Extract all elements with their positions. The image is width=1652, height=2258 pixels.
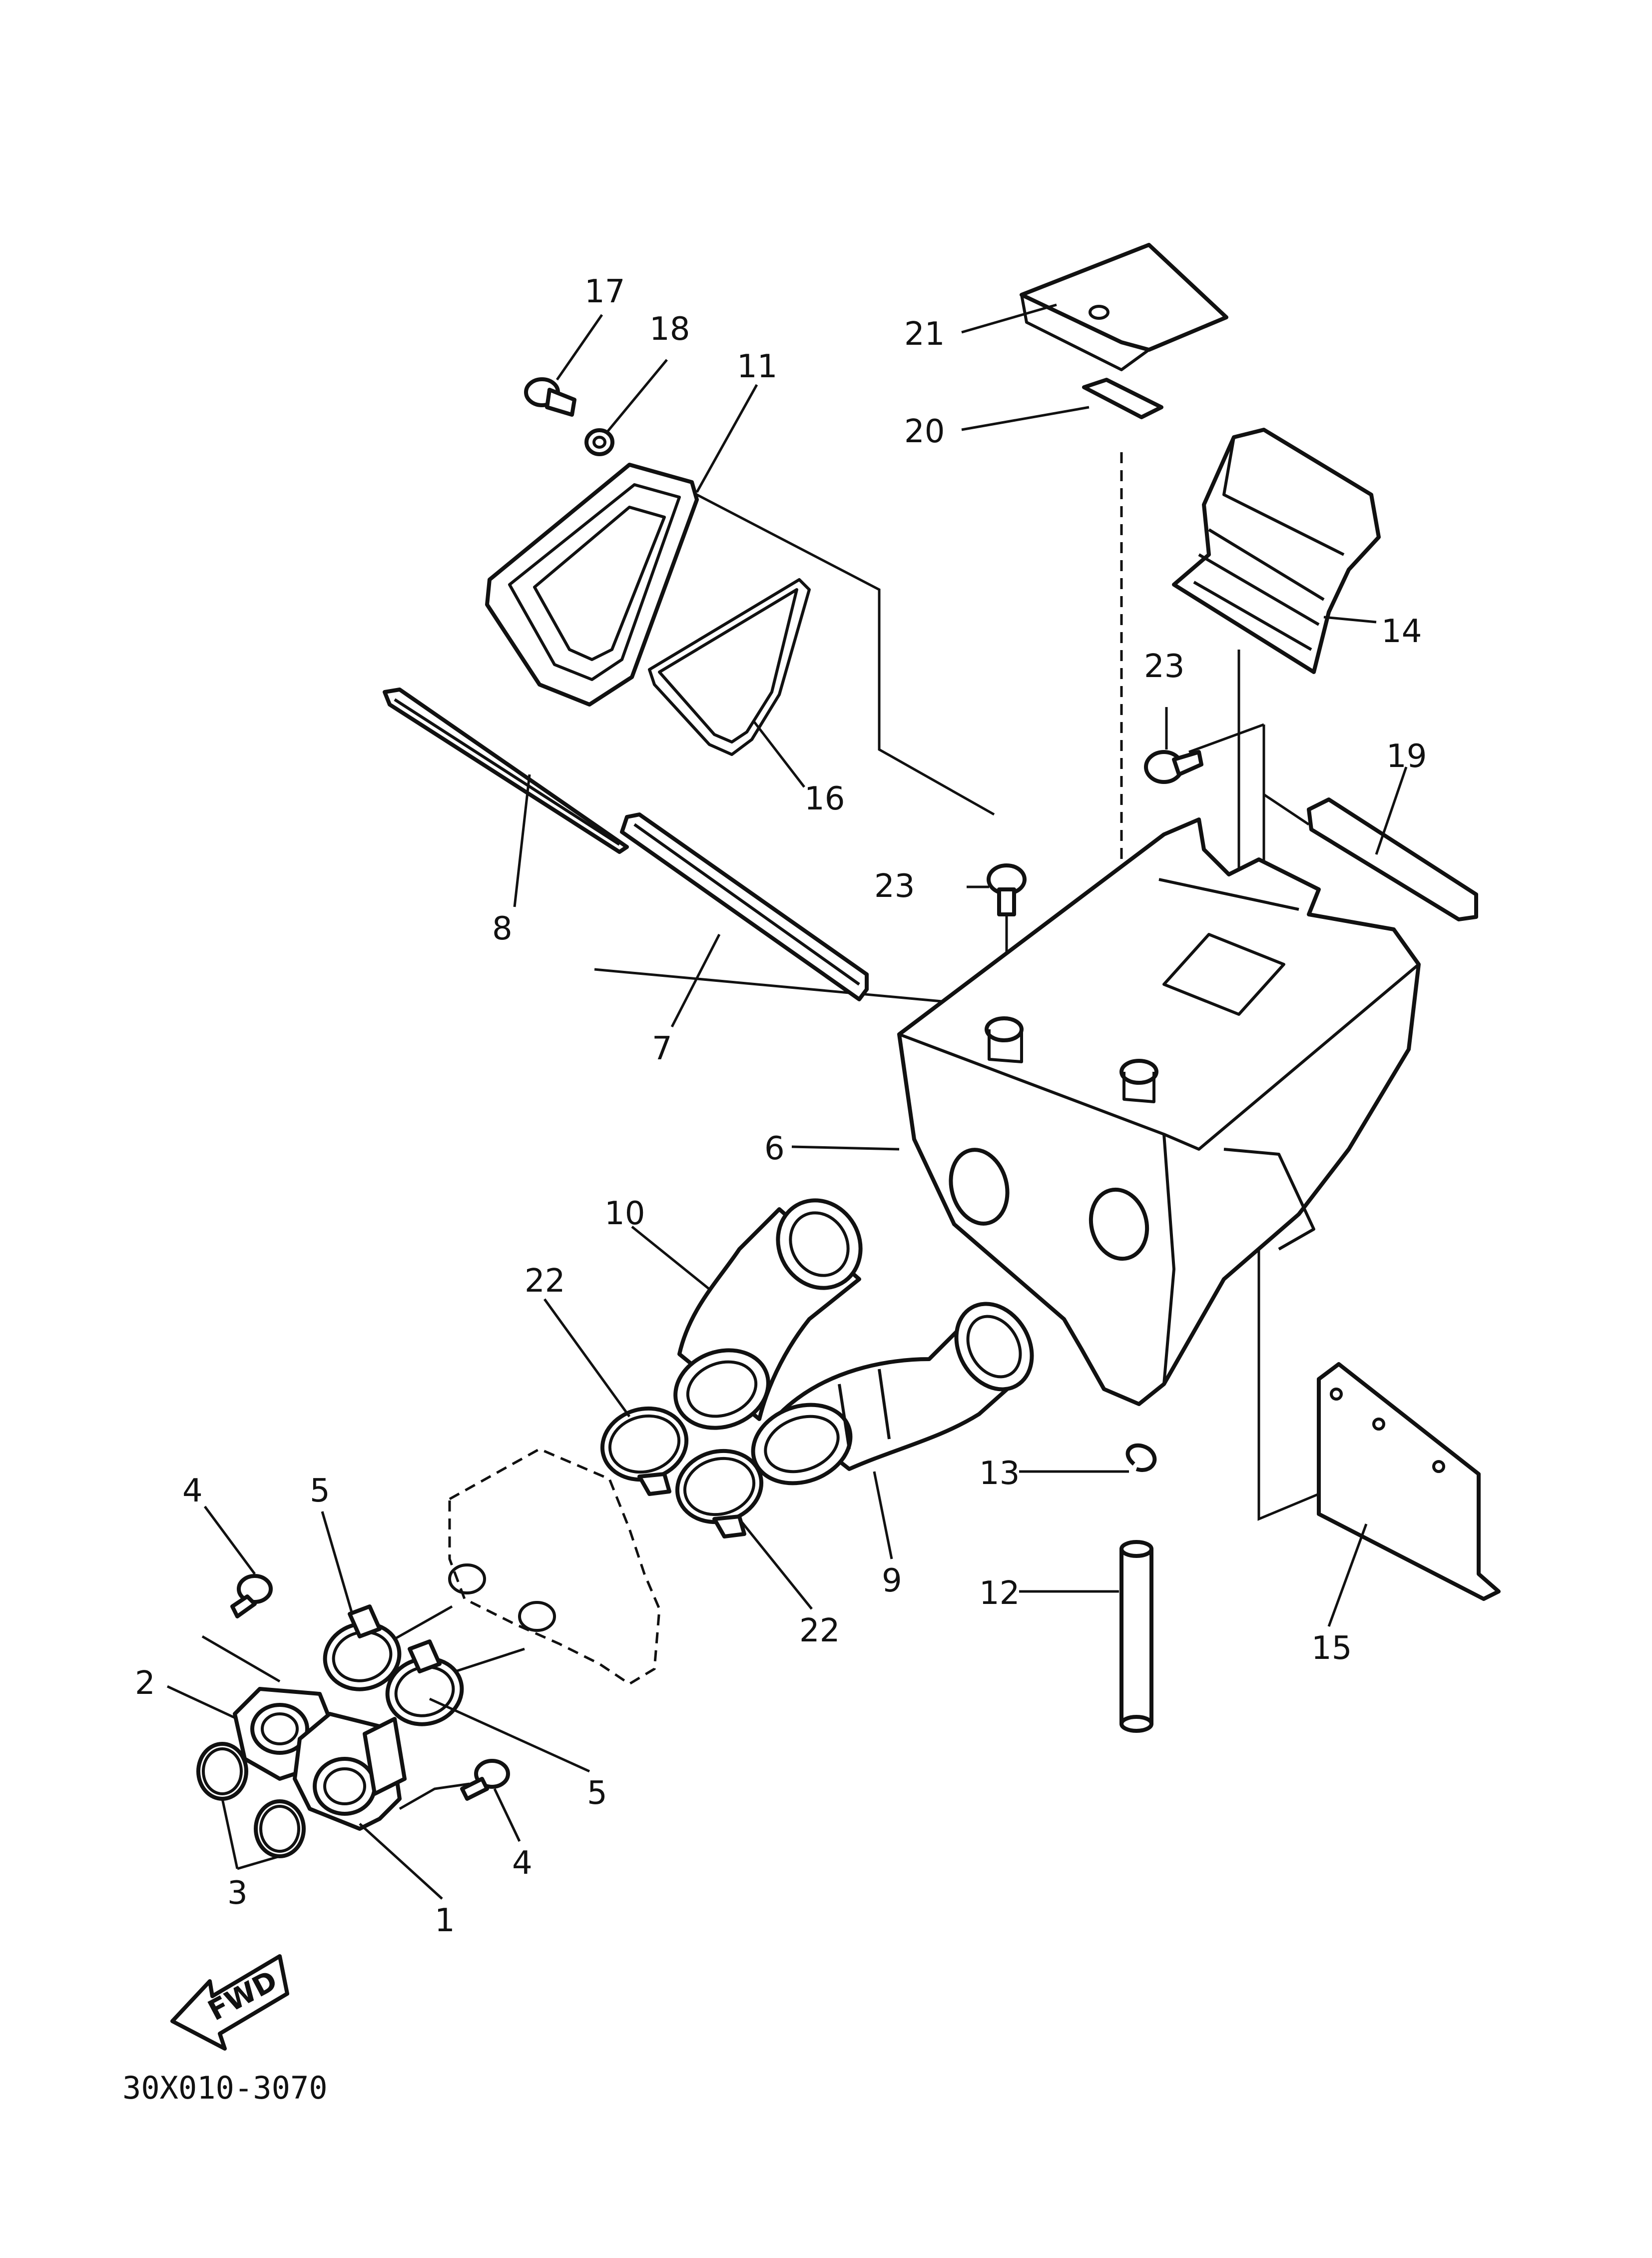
callout-10: 10 bbox=[604, 1195, 645, 1232]
part-22-clamp-right bbox=[675, 1449, 764, 1538]
callout-7: 7 bbox=[652, 1030, 672, 1067]
callout-3: 3 bbox=[227, 1875, 248, 1912]
part-14-intake-duct bbox=[1172, 428, 1381, 674]
part-1-joint bbox=[293, 1712, 407, 1831]
part-9-joint-hose bbox=[751, 1302, 1034, 1486]
callout-23-upper: 23 bbox=[1144, 648, 1184, 685]
part-19-damper bbox=[1307, 797, 1478, 921]
forward-arrow-icon: FWD bbox=[170, 1954, 289, 2051]
part-10-joint-hose bbox=[673, 1198, 863, 1430]
part-15-cover-plate bbox=[1317, 1362, 1501, 1601]
part-16-seal bbox=[648, 578, 811, 756]
part-23-bolt-lower bbox=[987, 863, 1027, 916]
part-22-clamp-left bbox=[600, 1406, 689, 1496]
callout-17: 17 bbox=[584, 273, 625, 310]
part-13-clip bbox=[1125, 1443, 1157, 1472]
callout-9: 9 bbox=[882, 1562, 902, 1599]
callout-20: 20 bbox=[904, 413, 945, 450]
callout-4-upper: 4 bbox=[182, 1473, 203, 1509]
part-12-drain-pipe bbox=[1119, 1540, 1153, 1733]
callout-1: 1 bbox=[435, 1902, 455, 1939]
drawing-code: 30X010-3070 bbox=[122, 2070, 328, 2106]
part-18-washer bbox=[584, 428, 614, 456]
callout-15: 15 bbox=[1311, 1630, 1352, 1667]
callout-8: 8 bbox=[492, 910, 513, 947]
callout-5-lower: 5 bbox=[587, 1775, 607, 1812]
part-4-bolt-upper bbox=[230, 1574, 273, 1618]
callout-6: 6 bbox=[764, 1130, 785, 1167]
callout-4-lower: 4 bbox=[512, 1845, 533, 1882]
callout-18: 18 bbox=[649, 311, 690, 348]
part-20-damper-pad bbox=[1082, 378, 1163, 419]
callout-14: 14 bbox=[1381, 613, 1422, 650]
part-17-screw bbox=[524, 377, 576, 417]
part-11-case-cap bbox=[485, 463, 699, 707]
callout-labels: 17 18 11 21 20 14 23 19 16 23 8 7 6 10 2… bbox=[135, 273, 1427, 1939]
part-5-clamp-lower bbox=[385, 1639, 464, 1726]
part-21-band bbox=[1020, 243, 1228, 371]
part-23-bolt-upper bbox=[1144, 750, 1203, 784]
callout-19: 19 bbox=[1386, 738, 1427, 775]
callout-2: 2 bbox=[135, 1665, 155, 1702]
callout-22-upper: 22 bbox=[525, 1263, 565, 1300]
callout-22-lower: 22 bbox=[799, 1612, 840, 1649]
part-8-filter-guide bbox=[383, 688, 629, 854]
callout-11: 11 bbox=[737, 348, 777, 385]
part-4-bolt-lower bbox=[460, 1759, 510, 1801]
part-6-air-filter-case bbox=[897, 817, 1421, 1406]
part-7-filter-element bbox=[620, 812, 869, 1001]
engine-outline bbox=[448, 1448, 661, 1685]
callout-13: 13 bbox=[979, 1455, 1020, 1492]
callout-21: 21 bbox=[904, 316, 945, 353]
callout-5-upper: 5 bbox=[310, 1473, 330, 1509]
callout-16: 16 bbox=[804, 780, 845, 817]
callout-23-lower: 23 bbox=[874, 868, 915, 905]
part-5-clamp-upper bbox=[323, 1604, 402, 1691]
callout-12: 12 bbox=[979, 1575, 1020, 1612]
leader-lines bbox=[166, 303, 1408, 1900]
